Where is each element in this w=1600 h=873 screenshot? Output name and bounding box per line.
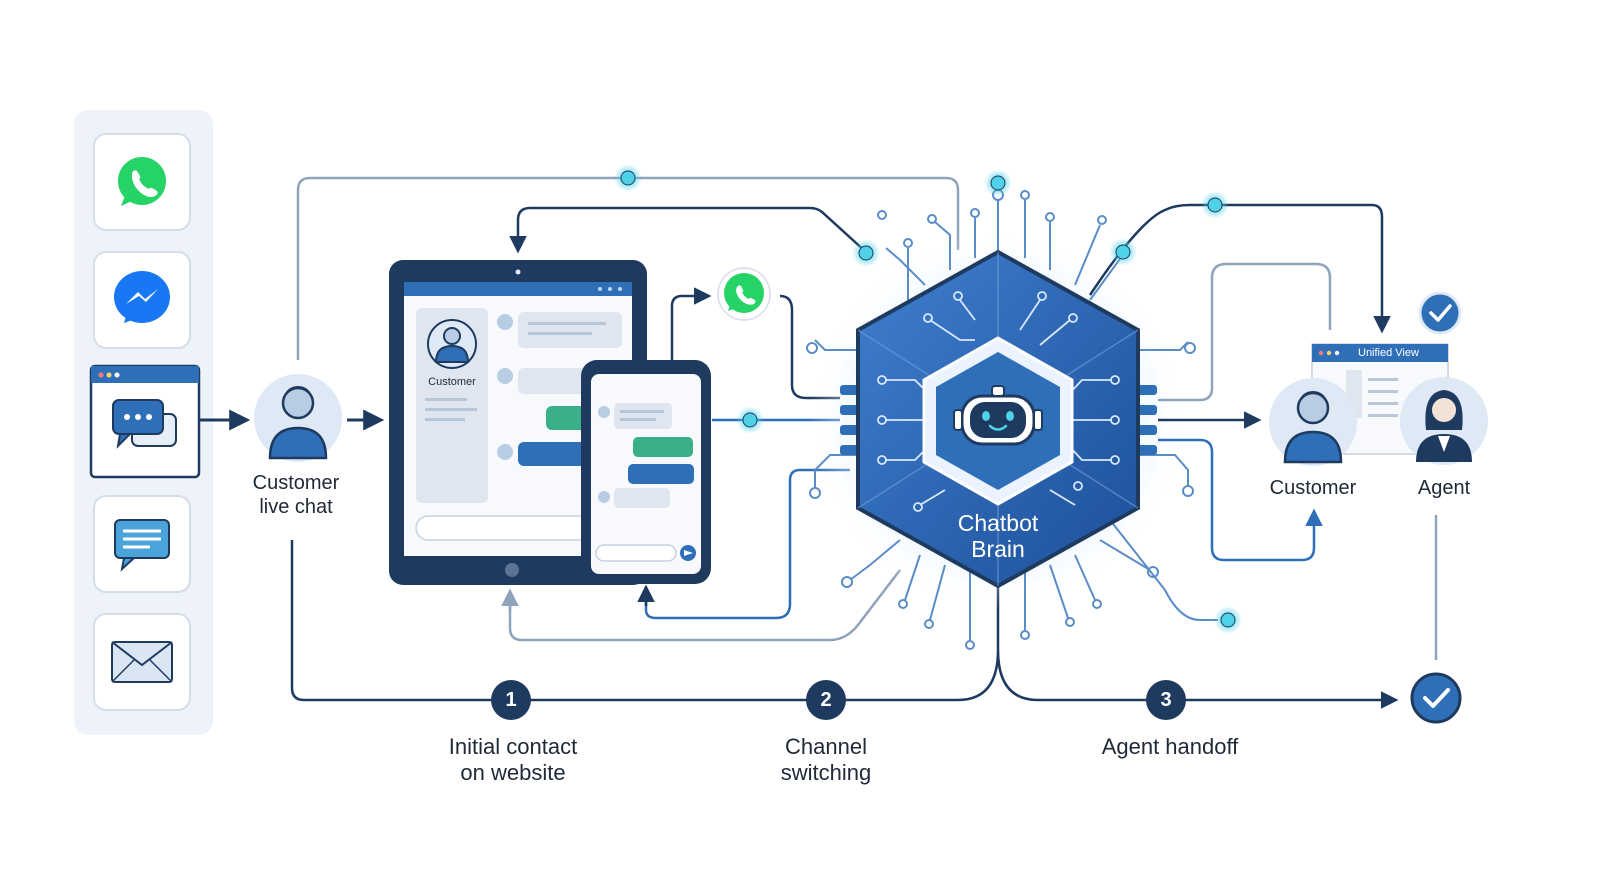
channel-web-chat[interactable] — [89, 364, 201, 479]
step-2-badge — [806, 680, 846, 720]
channel-email[interactable] — [93, 613, 191, 711]
step-3-badge — [1146, 680, 1186, 720]
channel-sms[interactable] — [93, 495, 191, 593]
web-chat-icon — [112, 399, 177, 449]
customer-label: Customer — [1269, 477, 1357, 499]
agent-avatar — [1400, 377, 1488, 465]
brain-label-line1: Chatbot — [957, 510, 1039, 536]
final-check-icon — [1410, 672, 1462, 724]
check-badge-top-icon — [1418, 291, 1462, 335]
messenger-icon — [114, 271, 170, 323]
step-3-number: 3 — [1160, 689, 1172, 711]
customer-avatar — [1269, 378, 1357, 466]
customer-live-chat-avatar — [254, 374, 342, 462]
step-3-line1: Agent handoff — [1101, 734, 1239, 759]
step-1-line2: on website — [460, 760, 566, 785]
email-icon — [111, 641, 173, 683]
whatsapp-switch-icon — [717, 267, 771, 321]
step-1-badge — [491, 680, 531, 720]
chatbot-brain — [856, 249, 1140, 589]
channel-messenger[interactable] — [93, 251, 191, 349]
step-1-line1: Initial contact — [448, 734, 578, 759]
brain-label: Chatbot Brain — [918, 510, 1078, 562]
step-2-line2: switching — [780, 760, 872, 785]
brain-label-line2: Brain — [971, 536, 1025, 562]
customer-live-chat-line1: Customer — [252, 472, 340, 494]
customer-live-chat-line2: live chat — [259, 496, 333, 518]
step-2-line1: Channel — [785, 734, 867, 759]
channel-whatsapp[interactable] — [93, 133, 191, 231]
step-3-label: Agent handoff — [1070, 734, 1270, 760]
customer-live-chat-label: Customer live chat — [228, 471, 364, 519]
step-1-number: 1 — [505, 689, 517, 711]
tablet-profile-label: Customer — [428, 376, 476, 388]
step-2-number: 2 — [820, 689, 832, 711]
unified-view-title: Unified View — [1358, 347, 1419, 359]
whatsapp-icon — [114, 153, 170, 209]
agent-label: Agent — [1417, 477, 1471, 499]
sms-icon — [114, 519, 170, 572]
step-2-label: Channel switching — [726, 734, 926, 786]
robot-icon — [953, 385, 1043, 446]
phone-device — [581, 360, 711, 584]
step-1-label: Initial contact on website — [403, 734, 623, 786]
